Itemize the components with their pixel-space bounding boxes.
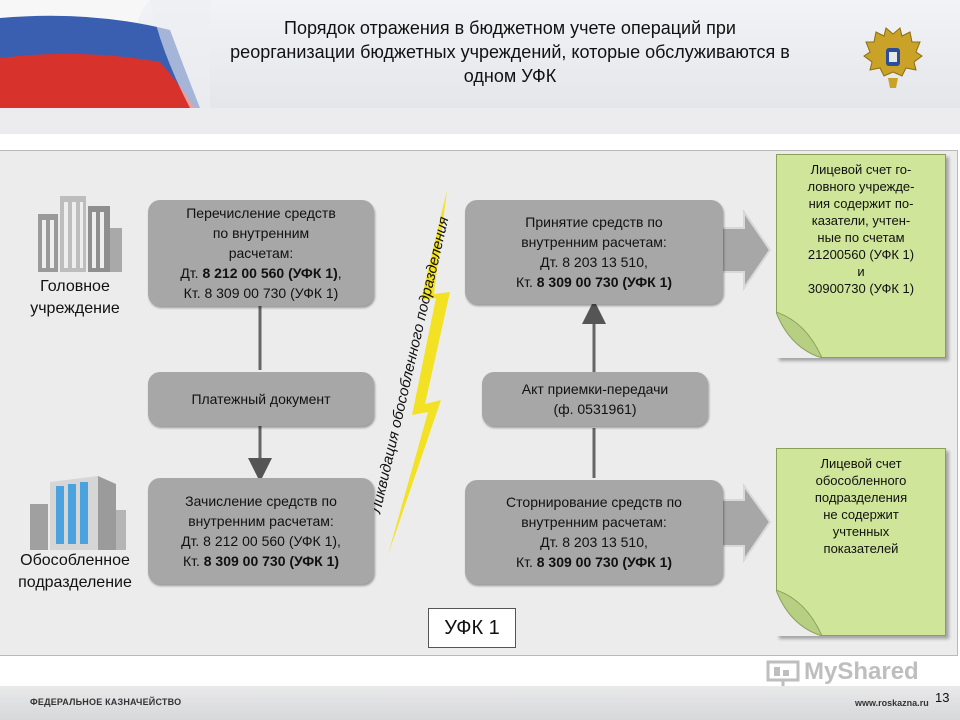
branch-label: Обособленное подразделение — [2, 550, 148, 594]
note-line: учтенных — [832, 524, 890, 539]
box-credit-line: Кт. 8 309 00 730 (УФК 1) — [183, 285, 339, 301]
page-curl-icon — [776, 590, 822, 636]
head-account-note: Лицевой счет го- ловного учрежде- ния со… — [776, 154, 946, 358]
role-line: Обособленное — [20, 552, 130, 569]
header-subbar — [0, 108, 960, 134]
head-office-building-icon — [38, 196, 122, 272]
page-curl-icon — [776, 312, 822, 358]
title-line: реорганизации бюджетных учреждений, кото… — [230, 42, 790, 62]
note-line: ные по счетам — [817, 230, 905, 245]
note-line: показателей — [823, 541, 899, 556]
transfer-act-box: Акт приемки-передачи (ф. 0531961) — [482, 372, 708, 426]
box-debit-line: Дт. 8 212 00 560 (УФК 1), — [181, 533, 341, 549]
box-text: Платежный документ — [191, 391, 331, 407]
block-arrow-to-bottom-note — [721, 482, 772, 564]
slide-footer: ФЕДЕРАЛЬНОЕ КАЗНАЧЕЙСТВО www.roskazna.ru — [0, 686, 960, 720]
lightning-bolt-icon — [388, 190, 450, 555]
note-line: и — [857, 264, 865, 279]
box-credit-line: Кт. 8 309 00 730 (УФК 1) — [515, 554, 673, 570]
box-debit-line: Дт. 8 203 13 510, — [540, 534, 648, 550]
note-line: ния содержит по- — [808, 196, 914, 211]
note-line: Лицевой счет го- — [810, 162, 912, 177]
acceptance-funds-box: Принятие средств по внутренним расчетам:… — [465, 200, 723, 304]
presentation-icon — [766, 660, 800, 686]
box-text: по внутренним — [212, 225, 310, 241]
role-line: Головное — [40, 278, 110, 295]
box-text: внутренним расчетам: — [521, 234, 667, 250]
note-line: 30900730 (УФК 1) — [807, 281, 915, 296]
box-credit-line: Кт. 8 309 00 730 (УФК 1) — [515, 274, 673, 290]
double-headed-eagle-emblem-icon — [863, 27, 923, 88]
myshared-watermark: MyShared — [766, 658, 926, 688]
russian-flag-decoration — [0, 0, 210, 108]
box-text: Принятие средств по — [525, 214, 663, 230]
note-line: Лицевой счет — [820, 456, 902, 471]
note-line: казатели, учтен- — [811, 213, 911, 228]
payment-document-box: Платежный документ — [148, 372, 374, 426]
box-debit-line: Дт. 8 203 13 510, — [540, 254, 648, 270]
box-debit-line: Дт. 8 212 00 560 (УФК 1), — [180, 265, 342, 281]
box-text: расчетам: — [228, 245, 294, 261]
footer-website: www.roskazna.ru — [855, 698, 929, 708]
title-line: Порядок отражения в бюджетном учете опер… — [284, 18, 736, 38]
footer-organization: ФЕДЕРАЛЬНОЕ КАЗНАЧЕЙСТВО — [30, 697, 182, 707]
note-line: обособленного — [815, 473, 907, 488]
note-line: не содержит — [823, 507, 899, 522]
note-line: ловного учрежде- — [807, 179, 915, 194]
note-line: подразделения — [814, 490, 908, 505]
watermark-text: MyShared — [804, 658, 919, 685]
box-text: Перечисление средств — [186, 205, 336, 221]
branch-building-icon — [30, 476, 126, 550]
box-text: (ф. 0531961) — [553, 401, 637, 417]
slide-title: Порядок отражения в бюджетном учете опер… — [170, 16, 850, 88]
credit-funds-box: Зачисление средств по внутренним расчета… — [148, 478, 374, 584]
box-text: Зачисление средств по — [185, 493, 337, 509]
role-line: учреждение — [30, 300, 120, 317]
transfer-funds-box: Перечисление средств по внутренним расче… — [148, 200, 374, 306]
box-text: Акт приемки-передачи — [521, 381, 669, 397]
slide-header: Порядок отражения в бюджетном учете опер… — [0, 0, 960, 108]
box-text: Сторнирование средств по — [506, 494, 682, 510]
block-arrow-to-top-note — [721, 208, 772, 292]
note-line: 21200560 (УФК 1) — [807, 247, 915, 262]
reversal-funds-box: Сторнирование средств по внутренним расч… — [465, 480, 723, 584]
branch-account-note: Лицевой счет обособленного подразделения… — [776, 448, 946, 636]
role-line: подразделение — [18, 574, 132, 591]
ufk-label-box: УФК 1 — [428, 608, 516, 648]
box-credit-line: Кт. 8 309 00 730 (УФК 1) — [182, 553, 340, 569]
page-number: 13 — [935, 690, 950, 705]
box-text: внутренним расчетам: — [521, 514, 667, 530]
box-text: внутренним расчетам: — [188, 513, 334, 529]
title-line: одном УФК — [463, 66, 557, 86]
head-office-label: Головное учреждение — [10, 276, 140, 320]
